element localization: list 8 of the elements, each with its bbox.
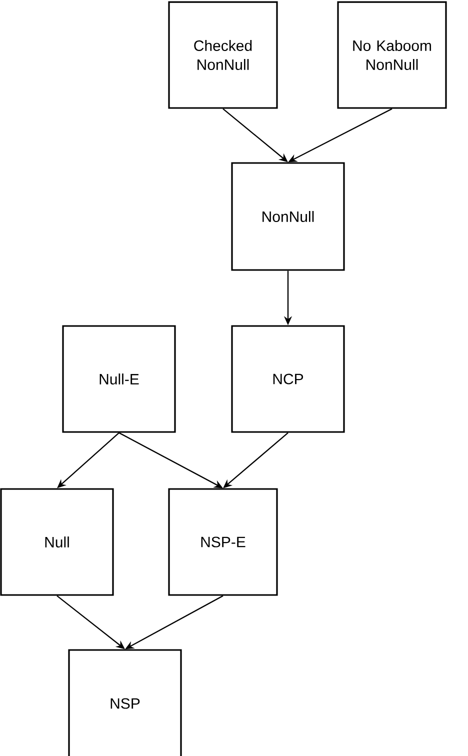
process-box: NSP (68, 649, 182, 756)
process-box: NSP-E (168, 488, 278, 596)
process-box: NonNull (231, 162, 345, 271)
process-box: Null-E (62, 325, 176, 433)
process-box: Checked NonNull (168, 1, 278, 109)
process-box: NCP (231, 325, 345, 433)
process-box: No Kaboom NonNull (337, 1, 447, 109)
process-box: Null (0, 488, 114, 596)
